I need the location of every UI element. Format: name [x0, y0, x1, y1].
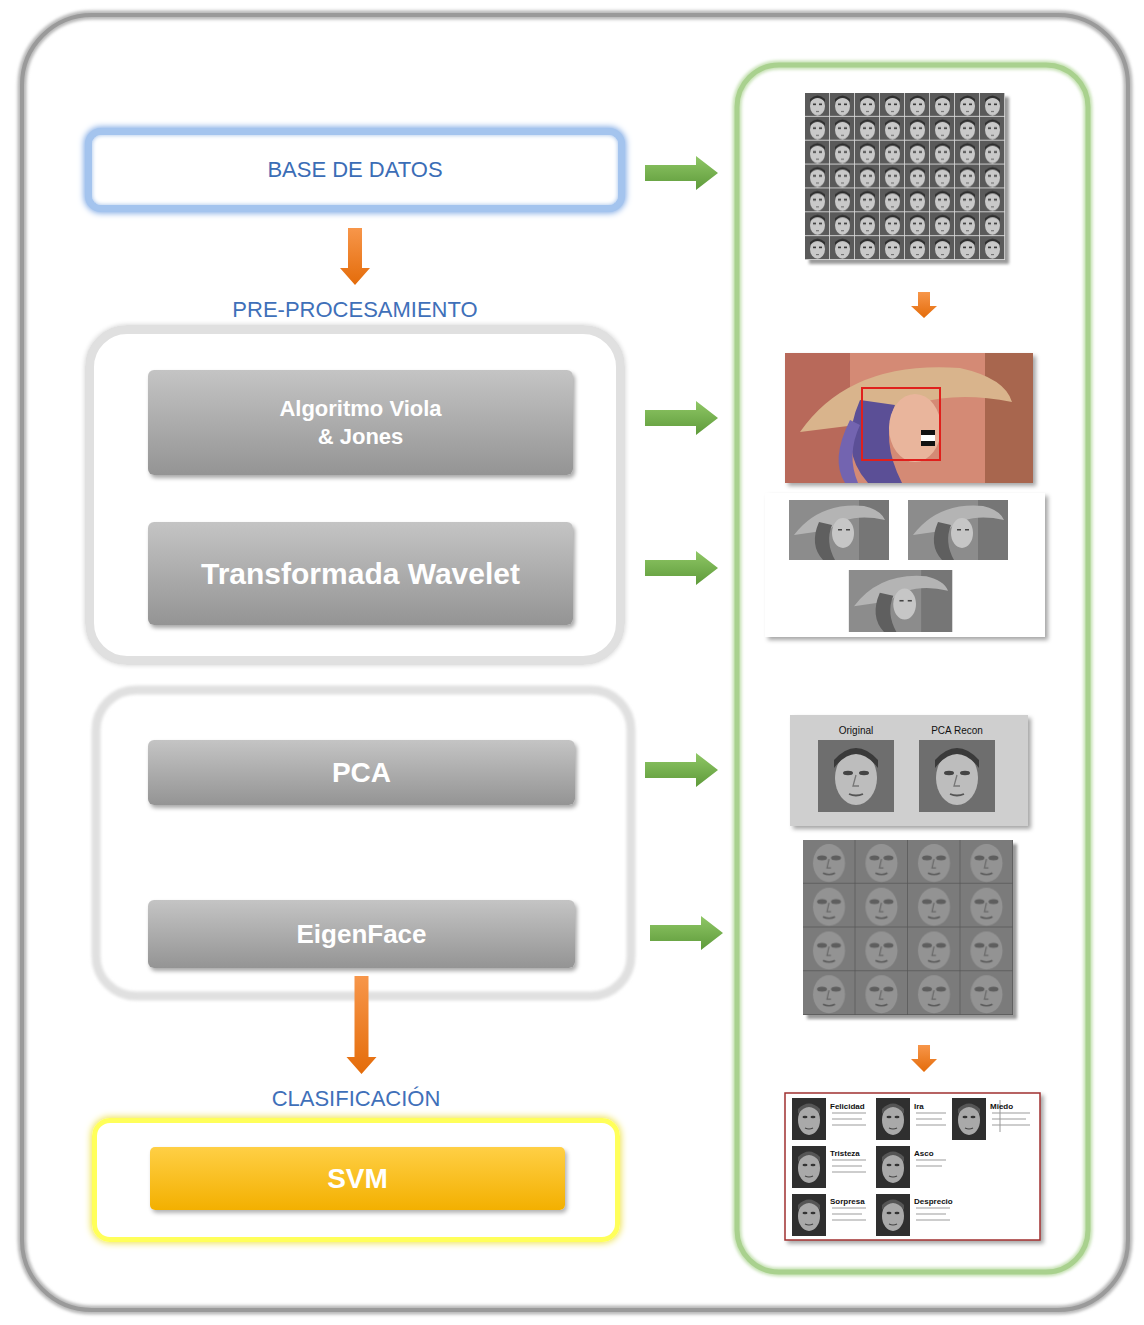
classifier-box: SVM — [150, 1147, 565, 1210]
pca-face — [818, 740, 894, 812]
image-caption: Original — [839, 725, 873, 736]
group-heading: CLASIFICACIÓN — [272, 1085, 441, 1113]
image-background — [785, 353, 1033, 483]
green-arrow — [645, 551, 718, 585]
classification-group: CLASIFICACIÓN SVM — [92, 1080, 620, 1242]
flow-arrow — [340, 228, 370, 285]
wavelet-thumbnail — [789, 500, 889, 560]
emotion-label: Desprecio — [914, 1197, 953, 1206]
box-label: PCA — [332, 755, 391, 790]
outer-frame-glow — [22, 15, 1128, 1310]
detection-window — [862, 388, 940, 460]
emotion-face — [876, 1098, 910, 1140]
pca-face — [919, 740, 995, 812]
emotion-label: Asco — [914, 1149, 934, 1158]
outer-frame — [22, 15, 1128, 1310]
haar-feature — [921, 430, 935, 435]
emotion-face — [792, 1098, 826, 1140]
green-arrow — [645, 156, 718, 190]
hair-shape — [839, 420, 860, 483]
emotion-face — [876, 1146, 910, 1188]
green-arrow — [645, 753, 718, 787]
image-panel-glow — [737, 65, 1088, 1272]
image-caption: PCA Recon — [931, 725, 983, 736]
orange-arrow — [911, 1045, 937, 1072]
pca-panel — [790, 715, 1028, 826]
wavelet-thumbnail — [849, 570, 952, 632]
emotion-face — [876, 1194, 910, 1236]
database-box: BASE DE DATOS — [85, 128, 625, 212]
box-label: EigenFace — [296, 918, 426, 951]
eigenface-grid — [803, 840, 1013, 1015]
process-box: Transformada Wavelet — [148, 522, 573, 625]
feature-group-outline — [96, 690, 631, 996]
group-heading: PRE-PROCESAMIENTO — [232, 296, 477, 324]
wavelet-panel — [765, 493, 1045, 637]
preprocessing-group: PRE-PROCESAMIENTO Algoritmo Viola & Jones… — [85, 295, 625, 665]
box-label: Transformada Wavelet — [201, 555, 520, 593]
emotion-label: Miedo — [990, 1102, 1013, 1111]
emotion-label: Sorpresa — [830, 1197, 865, 1206]
box-label: Algoritmo Viola & Jones — [276, 395, 446, 450]
emotion-label: Felicidad — [830, 1102, 865, 1111]
green-arrows — [645, 156, 723, 950]
box-label: BASE DE DATOS — [267, 156, 442, 184]
emotion-face — [952, 1098, 986, 1140]
haar-feature — [921, 441, 935, 446]
orange-arrow — [911, 292, 937, 318]
image-panel — [737, 65, 1088, 1272]
emotion-face — [792, 1146, 826, 1188]
face-database-grid — [805, 93, 1005, 260]
flow-arrow — [347, 976, 377, 1074]
process-box: Algoritmo Viola & Jones — [148, 370, 573, 475]
process-box: EigenFace — [148, 900, 575, 968]
haar-feature — [921, 435, 935, 441]
viola-jones-image — [785, 353, 1033, 483]
image-background — [985, 353, 1033, 483]
wavelet-thumbnail — [908, 500, 1008, 560]
emotion-label: Ira — [914, 1102, 924, 1111]
emotion-panel — [785, 1093, 1040, 1240]
box-label: SVM — [327, 1161, 388, 1196]
emotion-label: Tristeza — [830, 1149, 860, 1158]
green-arrow — [645, 401, 718, 435]
face-shape — [889, 394, 941, 462]
process-box: PCA — [148, 740, 575, 805]
green-arrow — [650, 916, 723, 950]
emotion-face — [792, 1194, 826, 1236]
